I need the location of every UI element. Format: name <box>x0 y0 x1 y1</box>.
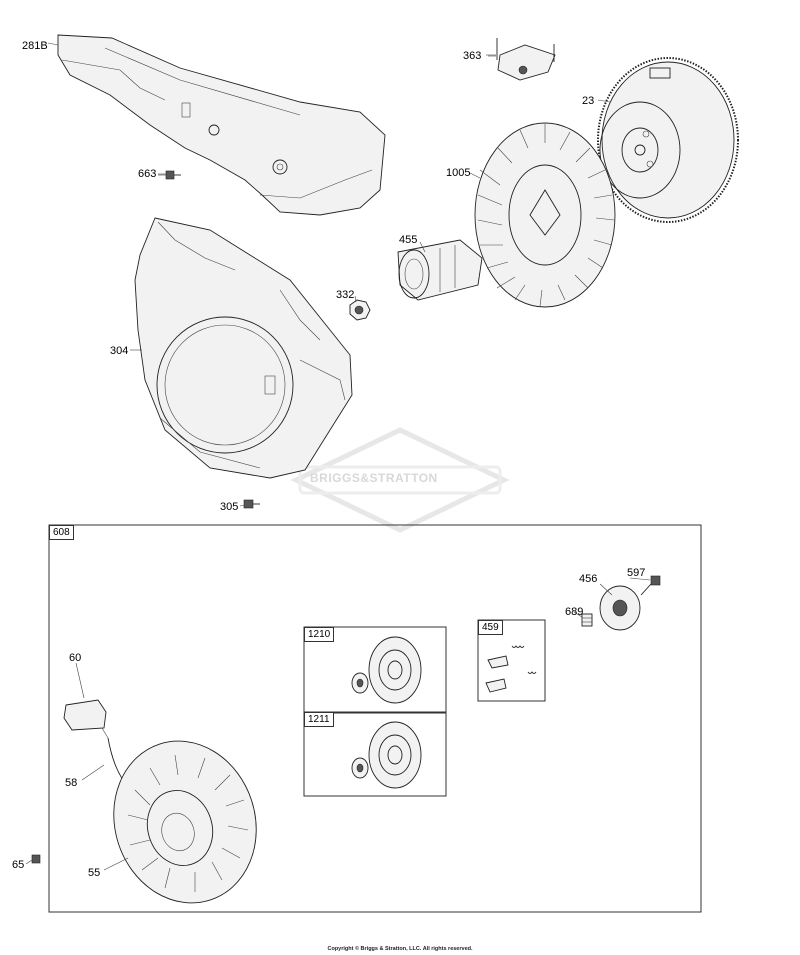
bracket-363-drawing <box>488 38 556 81</box>
callout-304[interactable]: 304 <box>110 345 129 357</box>
briggs-stratton-watermark-logo <box>290 427 510 533</box>
callout-55[interactable]: 55 <box>88 867 101 879</box>
callout-1005[interactable]: 1005 <box>446 167 471 179</box>
pulley-1210-drawing <box>351 636 422 704</box>
flywheel-23-drawing <box>597 57 739 223</box>
nut-332-drawing <box>349 299 371 321</box>
box-label-459[interactable]: 459 <box>478 620 503 635</box>
bracket-281b-drawing <box>57 34 386 216</box>
blower-housing-304-drawing <box>134 217 353 479</box>
ratchet-456-drawing <box>599 585 641 631</box>
callout-689[interactable]: 689 <box>565 606 584 618</box>
watermark-text: BRIGGS&STRATTON <box>310 471 438 485</box>
screw-65-drawing <box>31 854 41 864</box>
callout-65[interactable]: 65 <box>12 859 25 871</box>
pawl-kit-459-drawing <box>485 645 537 693</box>
fan-1005-drawing <box>474 122 616 308</box>
callout-332[interactable]: 332 <box>336 289 355 301</box>
callout-455[interactable]: 455 <box>399 234 418 246</box>
callout-58[interactable]: 58 <box>65 777 78 789</box>
copyright-notice: Copyright © Briggs & Stratton, LLC. All … <box>327 946 473 952</box>
screw-597-drawing <box>640 575 661 596</box>
box-label-608[interactable]: 608 <box>49 525 74 540</box>
bolt-663-drawing <box>158 170 181 180</box>
starter-handle-60-drawing <box>63 699 109 739</box>
recoil-starter-55-drawing <box>113 740 257 904</box>
callout-60[interactable]: 60 <box>69 652 82 664</box>
spring-689-drawing <box>581 613 593 627</box>
callout-456[interactable]: 456 <box>579 573 598 585</box>
callout-281b[interactable]: 281B <box>22 40 48 52</box>
starter-cup-455-drawing <box>397 239 483 301</box>
callout-663[interactable]: 663 <box>138 168 157 180</box>
leader-lines <box>25 42 651 871</box>
callout-23[interactable]: 23 <box>582 95 595 107</box>
screw-305-drawing <box>243 499 260 509</box>
callout-363[interactable]: 363 <box>463 50 482 62</box>
box-label-1211[interactable]: 1211 <box>304 712 334 727</box>
callout-597[interactable]: 597 <box>627 567 646 579</box>
box-label-1210[interactable]: 1210 <box>304 627 335 642</box>
callout-305[interactable]: 305 <box>220 501 239 513</box>
pulley-1211-drawing <box>351 721 422 789</box>
